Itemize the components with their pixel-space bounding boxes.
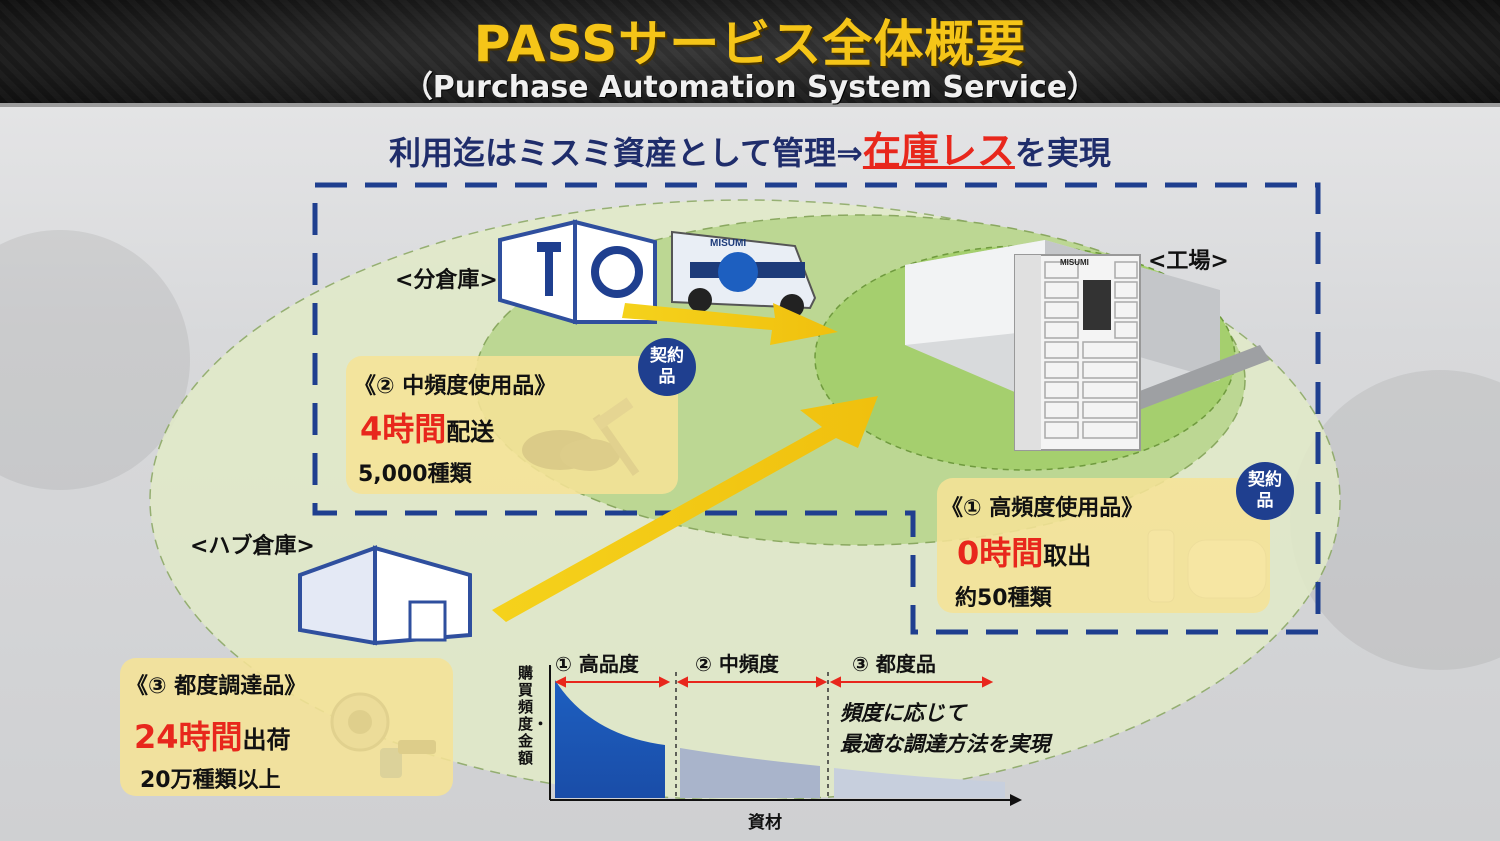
branch-warehouse-icon	[498, 219, 657, 325]
item-count: 約50種類	[955, 586, 1052, 611]
item-box-medium: 《② 中頻度使用品》 4時間配送 5,000種類	[346, 356, 678, 494]
headline-suffix: を実現	[1014, 134, 1111, 172]
header-banner	[0, 0, 1500, 107]
headline-prefix: 利用迄はミスミ資産として管理⇒	[389, 134, 863, 172]
factory-label: <工場>	[1148, 249, 1229, 274]
curve-category-label: ② 中頻度	[695, 652, 779, 676]
item-lead-time: 0時間取出	[957, 534, 1092, 572]
asset-boundary	[312, 182, 1321, 635]
item-count: 5,000種類	[358, 462, 472, 487]
arrow-hub-to-factory	[492, 396, 878, 622]
arrow-branch-to-factory	[622, 303, 838, 345]
vending-locker-icon: MISUMI	[1014, 254, 1141, 451]
item-title: 《② 中頻度使用品》	[354, 374, 557, 399]
procurement-curve	[549, 665, 1022, 806]
locker-brand: MISUMI	[1060, 258, 1089, 267]
branch-warehouse-label: <分倉庫>	[395, 268, 498, 293]
curve-note: 頻度に応じて 最適な調達方法を実現	[840, 698, 1050, 760]
curve-y-label: 購買頻度・金額	[518, 664, 549, 767]
hub-warehouse-icon	[298, 545, 472, 646]
curve-note-line: 最適な調達方法を実現	[840, 732, 1050, 756]
segment-each	[834, 768, 1005, 798]
headline-emphasis: 在庫レス	[862, 129, 1015, 173]
item-box-high: 《① 高頻度使用品》 0時間取出 約50種類	[937, 478, 1270, 613]
item-count: 20万種類以上	[140, 768, 281, 793]
item-lead-time: 24時間出荷	[134, 718, 291, 756]
curve-category-label: ① 高品度	[555, 652, 639, 676]
segment-mid	[680, 748, 820, 798]
contract-badge: 契約 品	[1236, 462, 1294, 520]
item-title: 《① 高頻度使用品》	[941, 496, 1144, 521]
hub-warehouse-label: <ハブ倉庫>	[190, 534, 315, 559]
item-box-each: 《③ 都度調達品》 24時間出荷 20万種類以上	[120, 658, 453, 796]
page-title: PASSサービス全体概要	[473, 15, 1027, 73]
item-title: 《③ 都度調達品》	[126, 674, 307, 699]
delivery-van-icon: MISUMI	[671, 230, 817, 318]
curve-x-label: 資材	[748, 813, 782, 833]
curve-category-label: ③ 都度品	[852, 652, 936, 676]
contract-badge: 契約 品	[638, 338, 696, 396]
curve-note-line: 頻度に応じて	[840, 701, 966, 725]
segment-high	[555, 680, 665, 798]
item-lead-time: 4時間配送	[360, 410, 495, 448]
headline: 利用迄はミスミ資産として管理⇒在庫レスを実現	[0, 120, 1500, 175]
gear-watermark-icon	[0, 230, 1500, 670]
page-subtitle: （Purchase Automation System Service）	[402, 70, 1098, 105]
van-logo: MISUMI	[710, 238, 746, 249]
